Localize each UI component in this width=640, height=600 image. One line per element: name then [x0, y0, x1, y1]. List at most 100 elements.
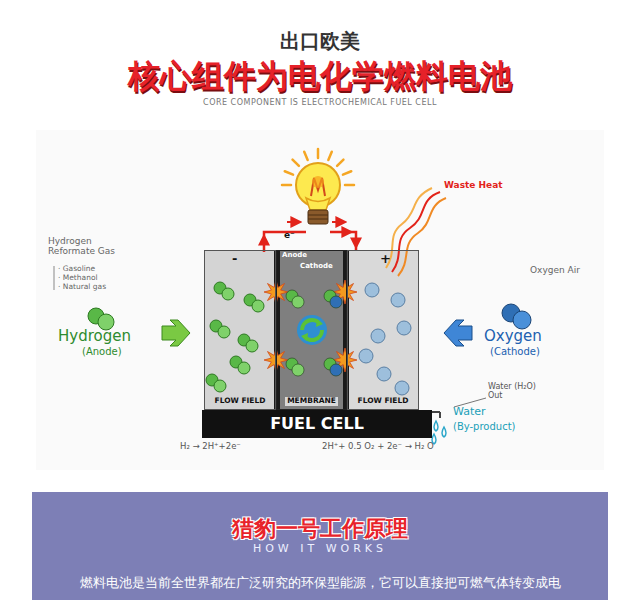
waste-heat-label: Waste Heat [444, 180, 503, 190]
gas-molecules [395, 381, 409, 395]
light-bulb [296, 163, 340, 207]
oxygen-arrow [444, 320, 472, 346]
gas-molecules [252, 300, 264, 312]
gas-molecules [206, 280, 411, 395]
light-rays [337, 160, 343, 166]
gas-molecules [359, 349, 373, 363]
band-subtitle: HOW IT WORKS [253, 543, 387, 556]
gas-molecules [292, 364, 304, 376]
oxygen-air-label: Oxygen Air [530, 265, 580, 275]
terminal-sign: - [232, 252, 237, 267]
main-title: 核心组件为电化学燃料电池 [0, 58, 640, 95]
circuit-wire [287, 221, 300, 223]
light-rays [282, 184, 291, 187]
membrane-cycle-icon [316, 319, 323, 327]
gas-source-label: Hydrogen Reformate Gas [48, 236, 134, 257]
cell-panels [347, 250, 419, 410]
waste-heat-waves [398, 198, 446, 276]
flow-field-panel: FLOW FIELD [204, 250, 276, 410]
light-rays [328, 152, 331, 160]
band-body: 燃料电池是当前全世界都在广泛研究的环保型能源，它可以直接把可燃气体转变成电 [80, 576, 561, 591]
water-label: (By-product) [453, 421, 515, 433]
light-bulb [308, 215, 328, 216]
english-subtitle: CORE COMPONENT IS ELECTROCHEMICAL FUEL C… [0, 98, 640, 107]
gas-molecules [330, 296, 342, 308]
cell-panels [274, 250, 280, 410]
band-title: 猎豹一号工作原理 [232, 516, 408, 541]
light-rays [285, 171, 293, 174]
cell-panels [204, 250, 419, 410]
hydrogen-label: Hydrogen [58, 328, 131, 345]
electron-label: e⁻ [284, 230, 295, 240]
water-outlet [434, 421, 438, 431]
hydrogen-arrow [162, 320, 190, 346]
export-heading: 出口欧美 [0, 30, 640, 53]
panel-label: FLOW FIELD [215, 397, 266, 406]
flow-field-panel: FLOW FIELD [347, 250, 419, 410]
hydrogen-arrow [162, 320, 190, 346]
oxygen-arrow [444, 320, 472, 346]
water-outlet [442, 427, 446, 437]
diagram-ground [36, 130, 604, 470]
oxygen-label: Oxygen [484, 328, 542, 345]
water-outlet [439, 412, 441, 418]
light-rays [304, 152, 307, 160]
electrode-label: (Anode) [82, 346, 122, 358]
gas-molecules [330, 364, 342, 376]
reformate-bracket [54, 266, 55, 290]
light-bulb [308, 219, 328, 220]
reformate-bracket [54, 266, 55, 290]
cathode-label: Cathode [300, 262, 333, 270]
gas-molecules [222, 288, 234, 300]
light-bulb [308, 210, 328, 224]
circuit-wire [264, 222, 356, 252]
gas-molecules [371, 329, 385, 343]
circuit-wire [330, 232, 356, 250]
gas-molecules [238, 362, 250, 374]
light-rays [343, 171, 351, 174]
electrode-label: (Cathode) [490, 346, 540, 358]
membrane-panel: MEMBRANE [276, 250, 347, 410]
membrane-cycle-icon [297, 315, 327, 345]
light-rays [317, 149, 320, 158]
fuel-cell-label: FUEL CELL [270, 415, 364, 433]
circuit-wire [348, 231, 351, 233]
oxygen-molecule [502, 304, 531, 329]
reaction-equation: H₂ → 2H⁺+2e⁻ [180, 442, 241, 452]
membrane-cycle-icon [297, 315, 327, 345]
gas-molecules [214, 380, 226, 392]
panel-label: MEMBRANE [285, 397, 338, 406]
anode-label: Anode [282, 251, 307, 259]
cell-panels [276, 250, 347, 410]
gas-molecules [218, 326, 230, 338]
gas-item: · Natural gas [58, 283, 106, 292]
gas-molecules [397, 321, 411, 335]
gas-molecules [246, 340, 258, 352]
principle-band: 猎豹一号工作原理 HOW IT WORKS 燃料电池是当前全世界都在广泛研究的环保型… [32, 492, 608, 600]
diagram-ground [36, 130, 604, 470]
light-bulb [296, 163, 340, 224]
gas-item: · Gasoline [58, 265, 95, 274]
terminal-sign: + [380, 252, 391, 267]
light-rays [293, 160, 299, 166]
light-bulb [312, 176, 324, 188]
waste-heat-waves [386, 188, 446, 276]
gas-molecules [377, 367, 391, 381]
light-bulb [306, 198, 330, 210]
gas-item: · Methanol [58, 274, 98, 283]
oxygen-molecule [513, 311, 531, 329]
membrane-cycle-icon [301, 333, 308, 341]
reaction-equation: 2H⁺+ 0.5 O₂ + 2e⁻ → H₂ O [322, 442, 434, 452]
panel-label: FLOW FIELD [358, 397, 409, 406]
cell-panels [343, 250, 349, 410]
gas-molecules [292, 296, 304, 308]
waste-heat-waves [386, 188, 432, 268]
water-out-label: Water (H₂O) Out [488, 382, 540, 400]
cell-panels [204, 250, 276, 410]
circuit-wire [355, 240, 357, 247]
gas-molecules [391, 293, 405, 307]
water-label: Water [453, 406, 486, 419]
circuit-wire [263, 236, 265, 246]
hydrogen-molecule [88, 308, 114, 330]
